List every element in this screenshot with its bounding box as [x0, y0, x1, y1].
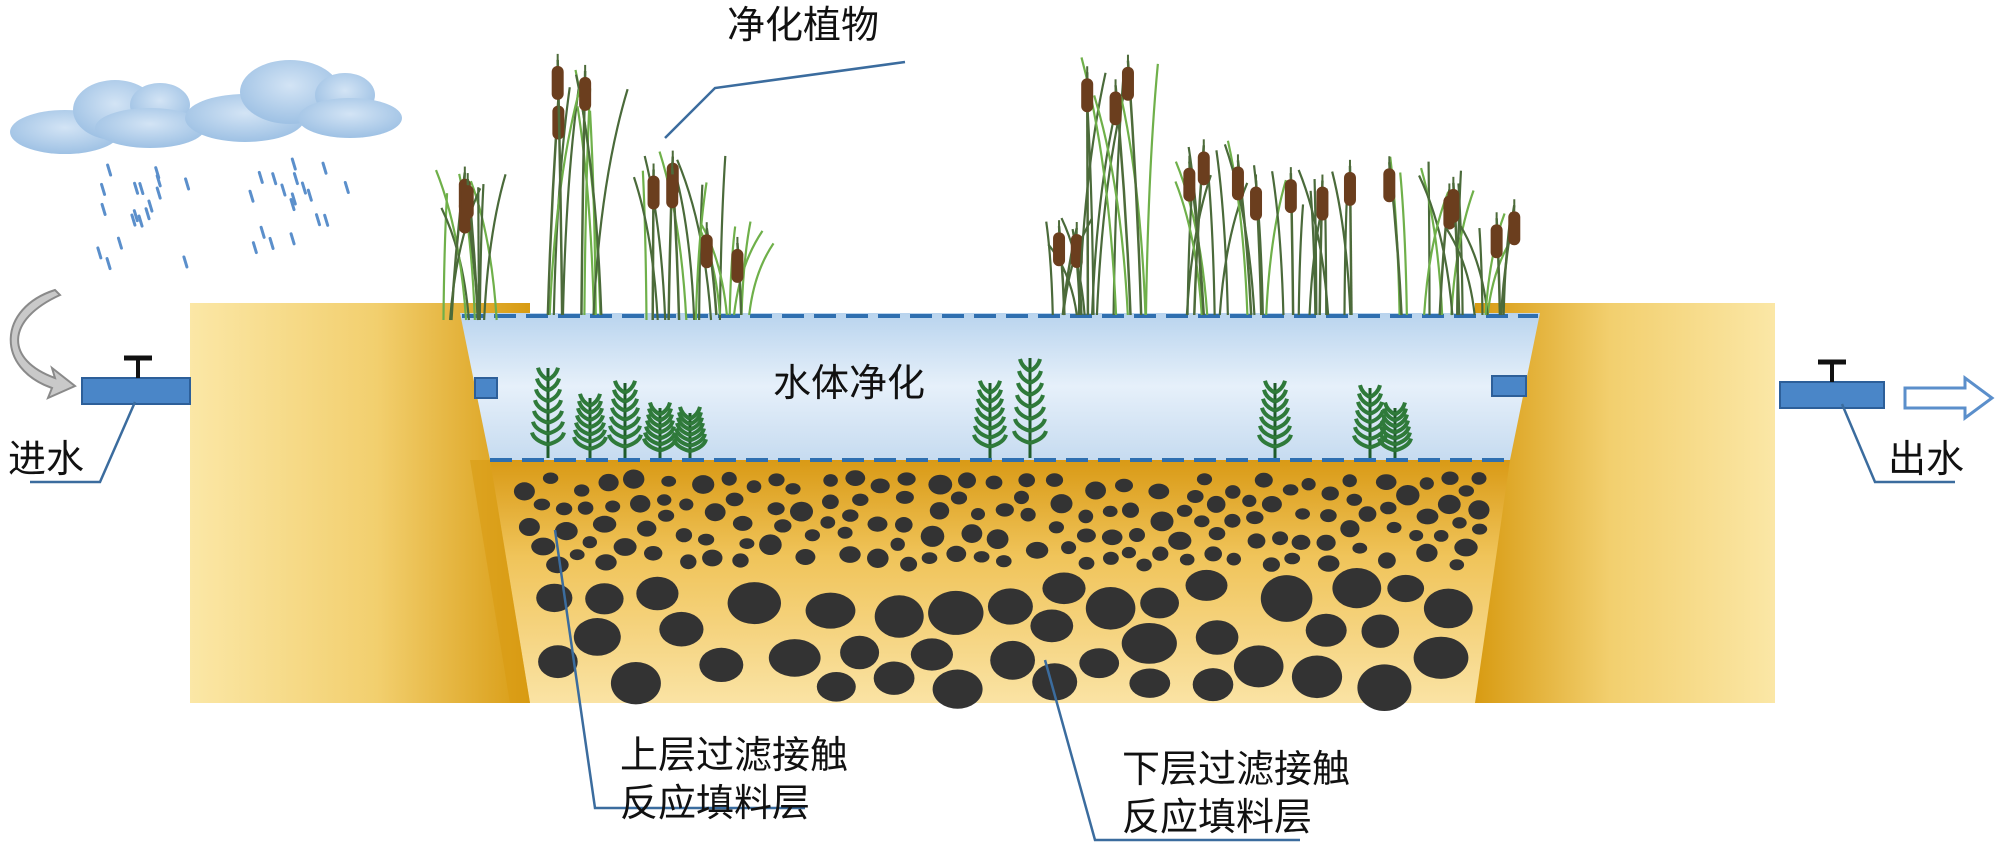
- inflow-arrow-icon: [11, 290, 75, 398]
- plants-leader-line: [665, 62, 905, 138]
- inlet-label: 进水: [8, 436, 84, 484]
- upper-layer-label-line-1: 上层过滤接触: [620, 732, 848, 780]
- rain-cloud-icon: [10, 60, 402, 269]
- lower-layer-label-line-1: 下层过滤接触: [1122, 746, 1350, 794]
- upper-layer-label: 上层过滤接触 反应填料层: [620, 732, 848, 827]
- upper-layer-label-line-2: 反应填料层: [620, 780, 848, 828]
- outlet-label: 出水: [1888, 436, 1964, 484]
- lower-layer-label-line-2: 反应填料层: [1122, 794, 1350, 842]
- outflow-arrow-icon: [1905, 378, 1992, 418]
- purification-plants: [436, 54, 1520, 320]
- lower-layer-label: 下层过滤接触 反应填料层: [1122, 746, 1350, 841]
- water-purification-label: 水体净化: [773, 360, 925, 408]
- plants-label: 净化植物: [727, 2, 879, 50]
